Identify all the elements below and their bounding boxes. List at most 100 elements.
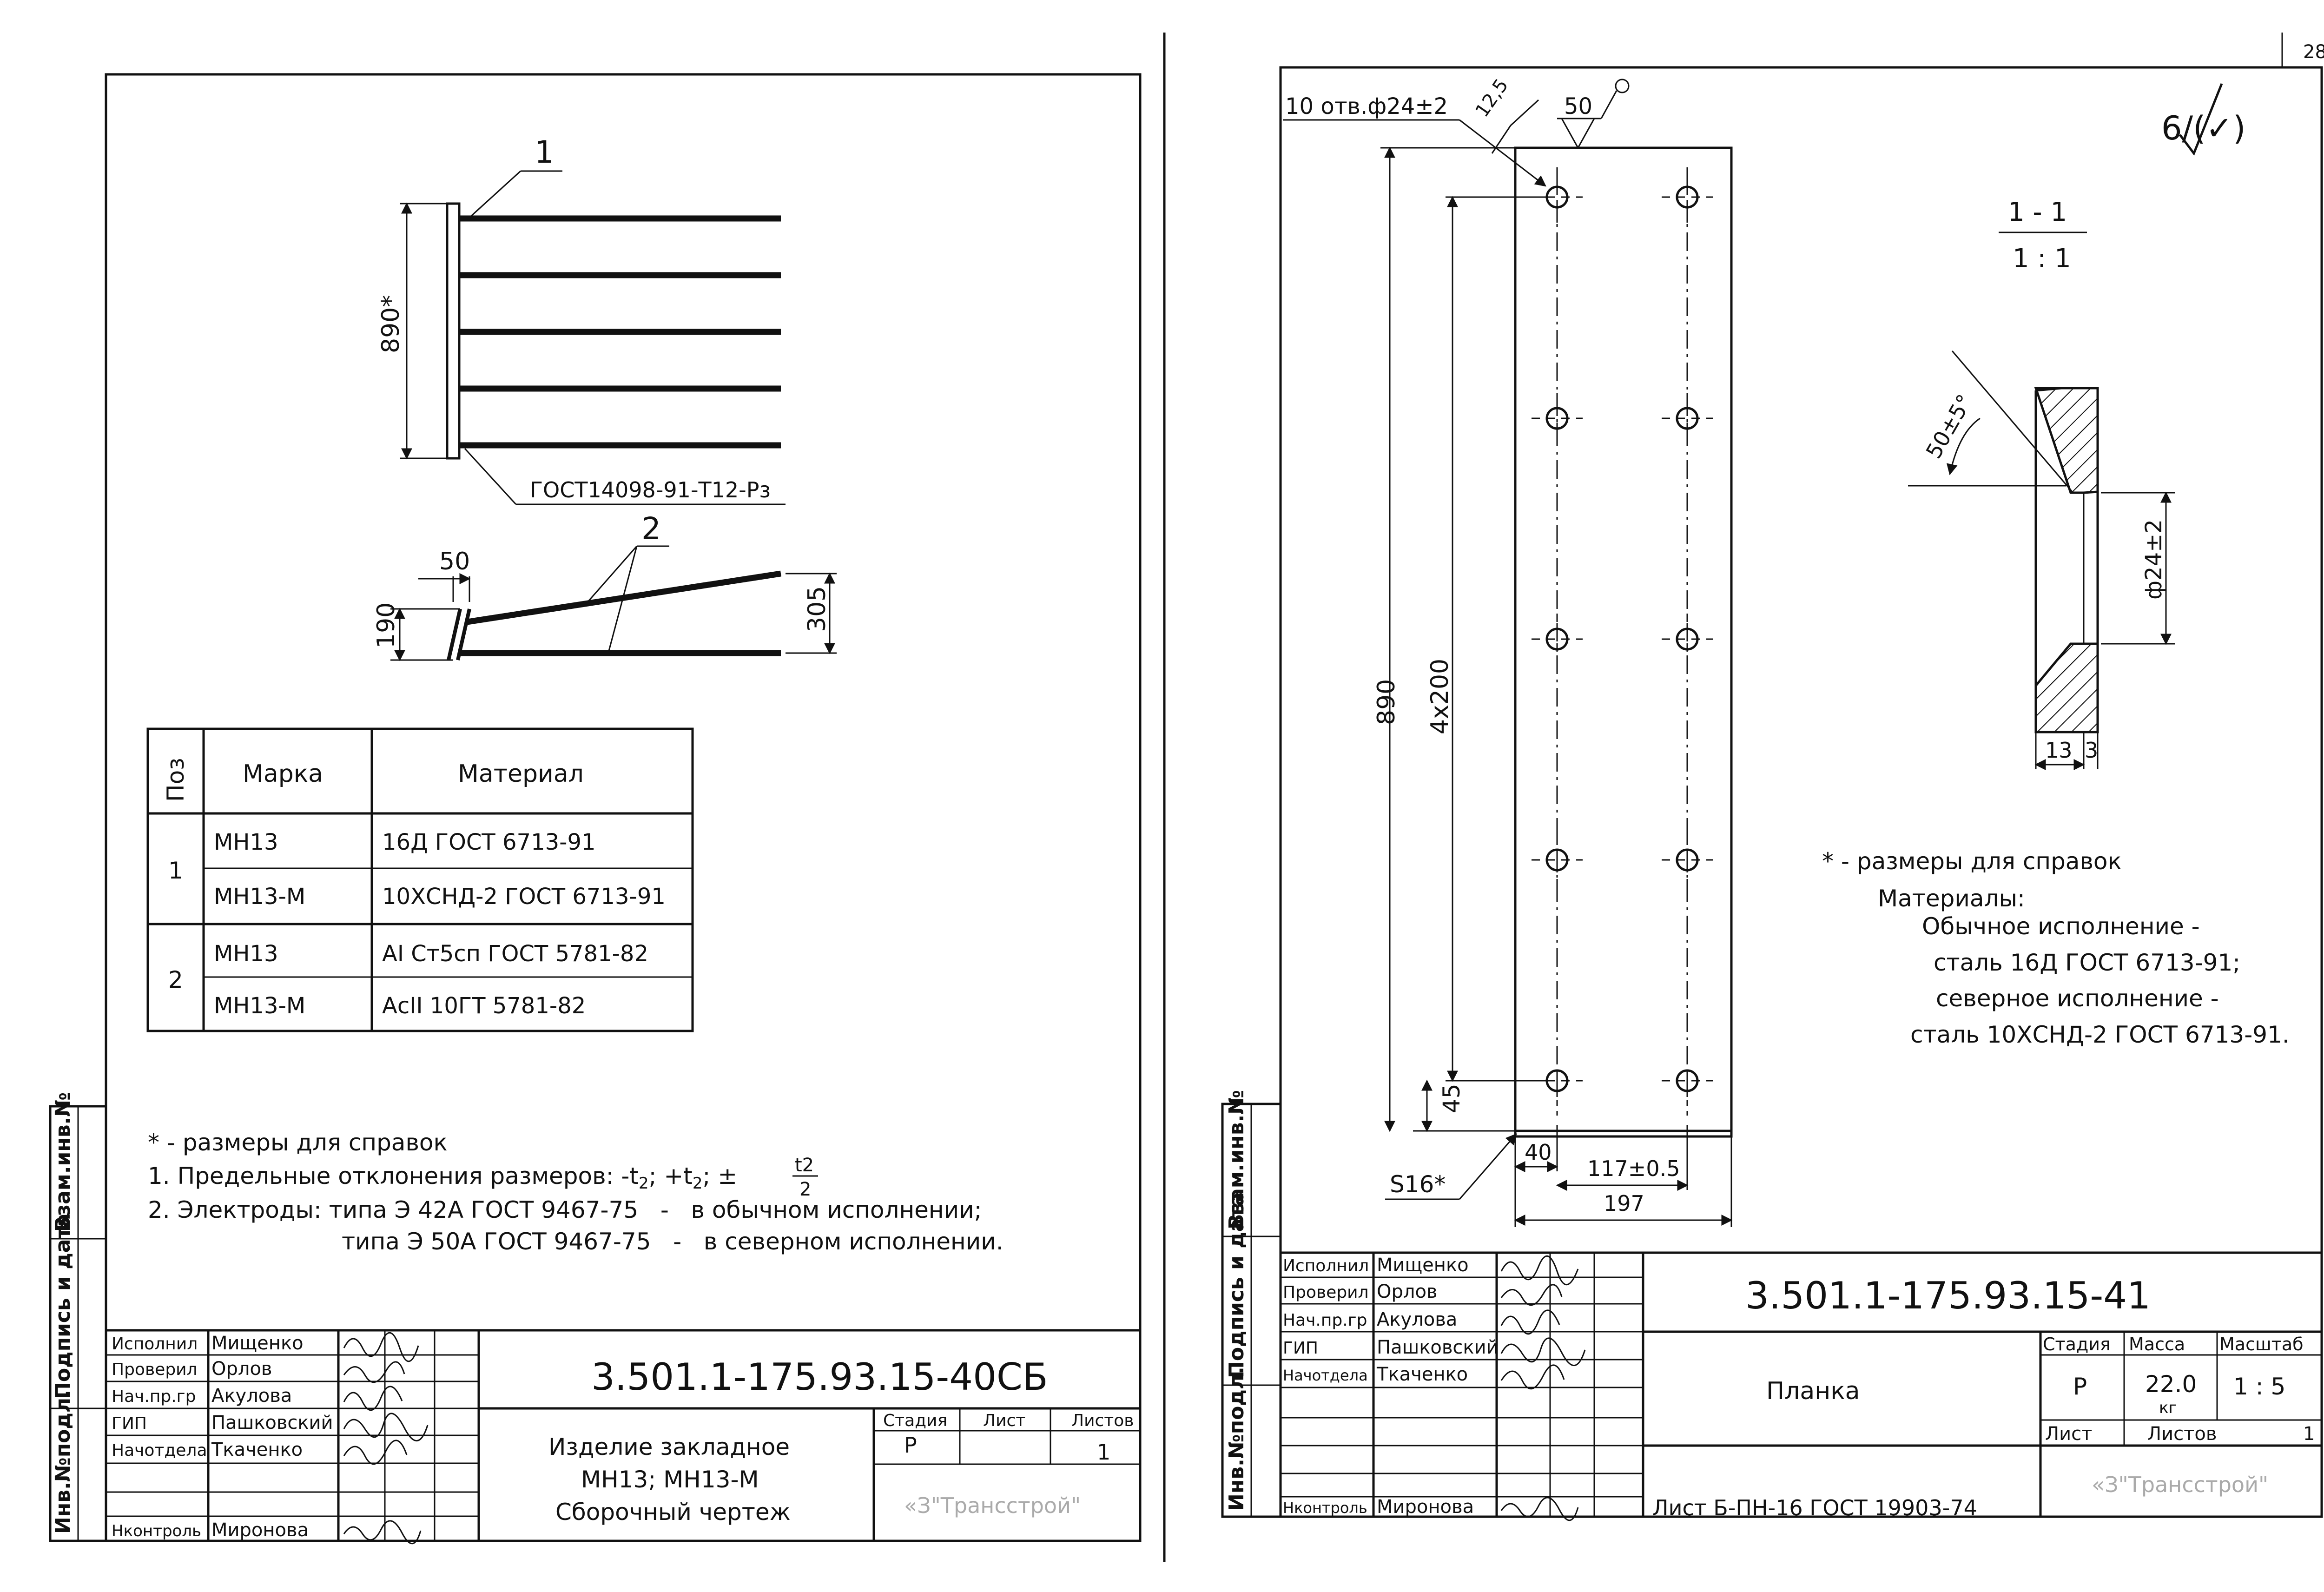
left-role-4: ГИП: [112, 1414, 147, 1433]
right-side-label-3: Взам.инв.№: [1225, 1090, 1248, 1229]
left-note-1-frac-num: t2: [795, 1155, 814, 1176]
plate-holes: [1532, 172, 1713, 1106]
left-note-2: 2. Электроды: типа Э 42А ГОСТ 9467-75 - …: [148, 1196, 982, 1223]
right-side-label-1: Инв.№подл.: [1225, 1367, 1248, 1511]
left-company: «З"Трансстрой": [904, 1493, 1081, 1518]
right-sheet-label: Лист: [2045, 1423, 2092, 1445]
right-role-8: Нконтроль: [1283, 1499, 1367, 1517]
right-name-5: Ткаченко: [1376, 1364, 1468, 1385]
plate-hole: [1662, 393, 1713, 444]
right-role-3: Нач.пр.гр: [1283, 1311, 1367, 1330]
right-name-4: Пашковский: [1377, 1337, 1499, 1358]
view2-dim-offset: 50: [439, 548, 470, 575]
left-title-block: Исполнил Мищенко Проверил Орлов Нач.пр.г…: [106, 1329, 1140, 1545]
left-name-7: Миронова: [211, 1519, 309, 1541]
spec-header-mark: Марка: [243, 760, 323, 788]
left-stage-header: Стадия: [883, 1411, 947, 1430]
right-name-2: Орлов: [1377, 1281, 1438, 1302]
dim-edge: 45: [1438, 1083, 1465, 1113]
left-note-ref: * - размеры для справок: [148, 1129, 448, 1156]
spec-header-pos: Поз: [162, 758, 189, 802]
dim-thickness: S16*: [1390, 1171, 1446, 1198]
right-scale-header: Масштаб: [2219, 1334, 2304, 1354]
section-dia: ф24±2: [2141, 519, 2167, 600]
dim-pitch: 4x200: [1426, 659, 1454, 734]
left-sheet-header: Лист: [983, 1411, 1025, 1430]
spec-mark-2b: МН13-М: [214, 993, 305, 1019]
right-note-line-2: сталь 16Д ГОСТ 6713-91;: [1934, 949, 2240, 976]
right-notes: * - размеры для справок Материалы: Обычн…: [1822, 848, 2290, 1048]
plate-hole: [1532, 834, 1583, 885]
right-doc-number: 3.501.1-175.93.15-41: [1745, 1274, 2151, 1317]
plate-hole: [1532, 393, 1583, 444]
right-sheets-label: Листов: [2147, 1423, 2217, 1445]
page-number: 28: [2303, 41, 2324, 63]
right-mass-unit: кг: [2159, 1399, 2177, 1417]
plate-view: 10 отв.ф24±2 12,5 50 890 4x200 45: [1283, 75, 1733, 1227]
left-sheets-value: 1: [1097, 1440, 1110, 1465]
right-name-1: Мищенко: [1377, 1255, 1469, 1276]
right-mass-value: 22.0: [2145, 1371, 2197, 1398]
section-label-bottom: 1 : 1: [2013, 244, 2071, 274]
left-note-1-frac-den: 2: [799, 1179, 811, 1200]
spec-mat-2b: АсII 10ГТ 5781-82: [382, 993, 586, 1019]
left-name-2: Орлов: [211, 1358, 272, 1380]
section-label-top: 1 - 1: [2008, 197, 2067, 227]
left-side-label-1: Инв.№подл.: [51, 1390, 75, 1534]
right-scale-value: 1 : 5: [2233, 1373, 2285, 1400]
left-doc-number: 3.501.1-175.93.15-40СБ: [591, 1355, 1048, 1399]
left-sheet: Инв.№подл. Подпись и дата Взам.инв.№ 1 8…: [49, 73, 1142, 1545]
view1-weld-note: ГОСТ14098-91-Т12-Рз: [530, 477, 771, 502]
left-sheets-header: Листов: [1071, 1411, 1134, 1430]
section-view: 1 - 1 1 : 1 50±5° ф24±2 13: [1908, 197, 2175, 770]
right-stage-value: Р: [2073, 1373, 2087, 1400]
left-side-label-3: Взам.инв.№: [51, 1092, 75, 1232]
right-title: Планка: [1766, 1377, 1860, 1405]
plate-hole: [1662, 1055, 1713, 1106]
right-name-8: Миронова: [1377, 1496, 1474, 1518]
left-role-3: Нач.пр.гр: [112, 1387, 196, 1406]
holes-note: 10 отв.ф24±2: [1285, 93, 1448, 119]
dim-width: 197: [1604, 1191, 1644, 1216]
left-name-4: Пашковский: [211, 1412, 333, 1433]
plate-hole: [1662, 834, 1713, 885]
spec-mat-1a: 16Д ГОСТ 6713-91: [382, 829, 596, 855]
view2-side: 2 50 190 305: [372, 511, 837, 661]
section-dim-13: 13: [2045, 738, 2073, 763]
dim-117: 117±0.5: [1587, 1156, 1680, 1181]
right-role-4: ГИП: [1283, 1339, 1318, 1358]
right-side-label-2: Подпись и дата: [1225, 1192, 1248, 1378]
left-name-3: Акулова: [211, 1385, 292, 1407]
right-sheets-total: 1: [2303, 1423, 2315, 1445]
chamfer-dim: 12,5: [1472, 75, 1513, 121]
left-frame: [105, 73, 1142, 1542]
section-angle: 50±5°: [1921, 390, 1977, 462]
right-role-5: Начотдела: [1283, 1367, 1368, 1384]
right-note-heading: Материалы:: [1878, 885, 2025, 912]
right-frame: [1279, 66, 2323, 1518]
right-role-2: Проверил: [1283, 1283, 1369, 1302]
left-notes: * - размеры для справок 1. Предельные от…: [148, 1129, 1004, 1255]
spec-pos-2: 2: [168, 966, 183, 993]
right-name-3: Акулова: [1377, 1309, 1457, 1330]
spec-table: Поз Марка Материал 1 2 МН13 16Д ГОСТ 671…: [146, 727, 694, 1032]
right-sheet: 28 Инв.№подл. Подпись и дата Взам.инв.№ …: [1221, 33, 2324, 1521]
plate-hole: [1662, 614, 1713, 665]
right-title-block: Исполнил Мищенко Проверил Орлов Нач.пр.г…: [1281, 1251, 2322, 1521]
spec-header-material: Материал: [458, 760, 584, 788]
view2-dim-left: 190: [372, 602, 400, 648]
right-role-1: Исполнил: [1283, 1256, 1369, 1275]
spec-mark-1a: МН13: [214, 829, 278, 855]
plate-hole: [1532, 614, 1583, 665]
left-role-7: Нконтроль: [112, 1522, 201, 1540]
plate-hole: [1662, 172, 1713, 223]
plate-lip: [1514, 1130, 1733, 1138]
right-note-line-4: сталь 10ХСНД-2 ГОСТ 6713-91.: [1910, 1021, 2290, 1048]
view1-callout: 1: [535, 134, 554, 170]
spec-mat-2a: АI Ст5сп ГОСТ 5781-82: [382, 941, 648, 967]
right-signatures: [1500, 1255, 1586, 1521]
roughness-symbol: 6/(✓): [2161, 83, 2245, 156]
left-title-line-2: МН13; МН13-М: [581, 1466, 759, 1493]
left-signatures: [343, 1332, 429, 1545]
left-side-label-2: Подпись и дата: [51, 1213, 75, 1399]
